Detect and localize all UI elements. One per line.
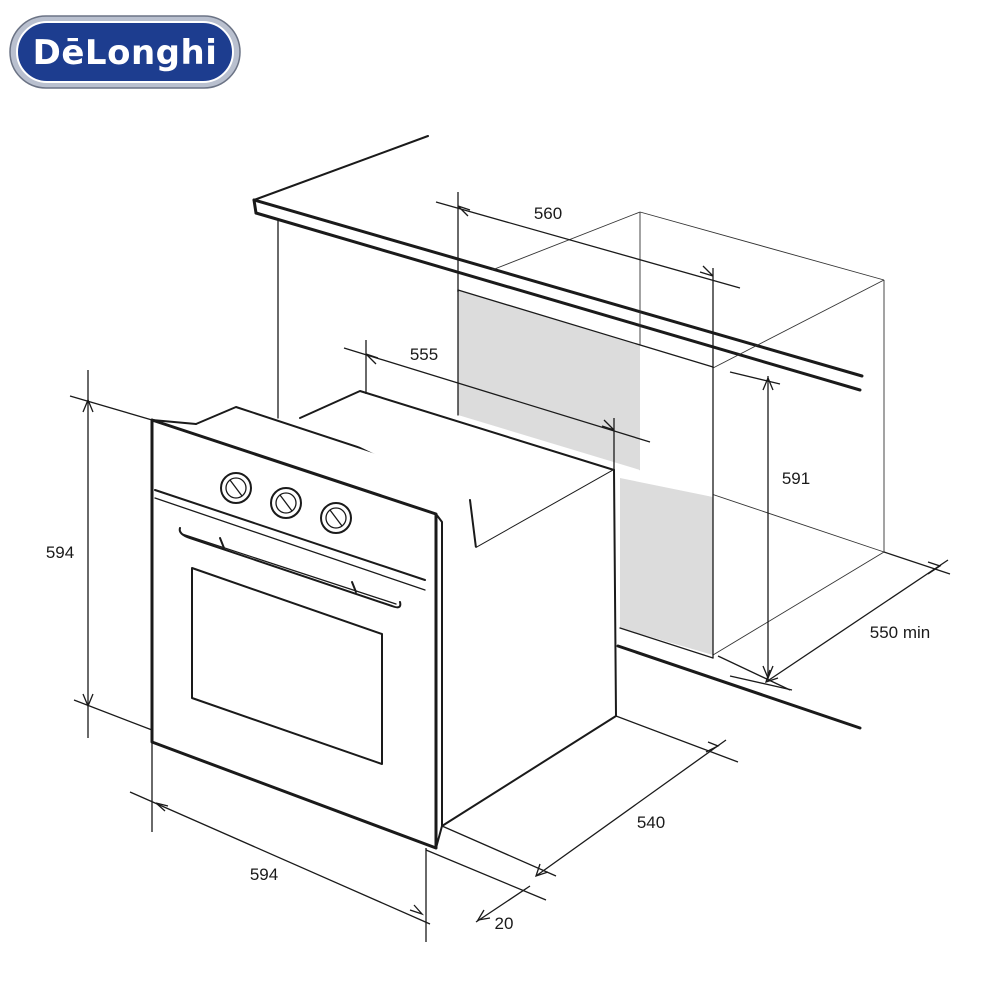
- dimension-label-cavity-width: 560: [534, 204, 562, 223]
- dimension-label-oven-depth: 540: [637, 813, 665, 832]
- control-knob: [220, 472, 252, 504]
- delonghi-logo: DēLonghi: [9, 15, 241, 89]
- dimension-label-oven-width: 594: [250, 865, 278, 884]
- dimension-lines: [69, 192, 951, 942]
- control-knob: [320, 502, 352, 534]
- door-handle: [178, 527, 402, 609]
- dimension-label-oven-height: 594: [46, 543, 74, 562]
- dimension-labels: 560 555 591 550 min 594 594 540 20: [46, 204, 930, 933]
- dimension-label-cavity-height: 591: [782, 469, 810, 488]
- control-knob: [270, 487, 302, 519]
- logo-text: DēLonghi: [33, 33, 218, 73]
- dimension-label-depth-min: 550 min: [870, 623, 930, 642]
- worktop: [252, 135, 885, 656]
- oven: [150, 390, 617, 850]
- dimension-label-inner-width: 555: [410, 345, 438, 364]
- floor-line: [616, 644, 862, 730]
- door-window: [191, 567, 383, 765]
- dimension-label-front-thickness: 20: [495, 914, 514, 933]
